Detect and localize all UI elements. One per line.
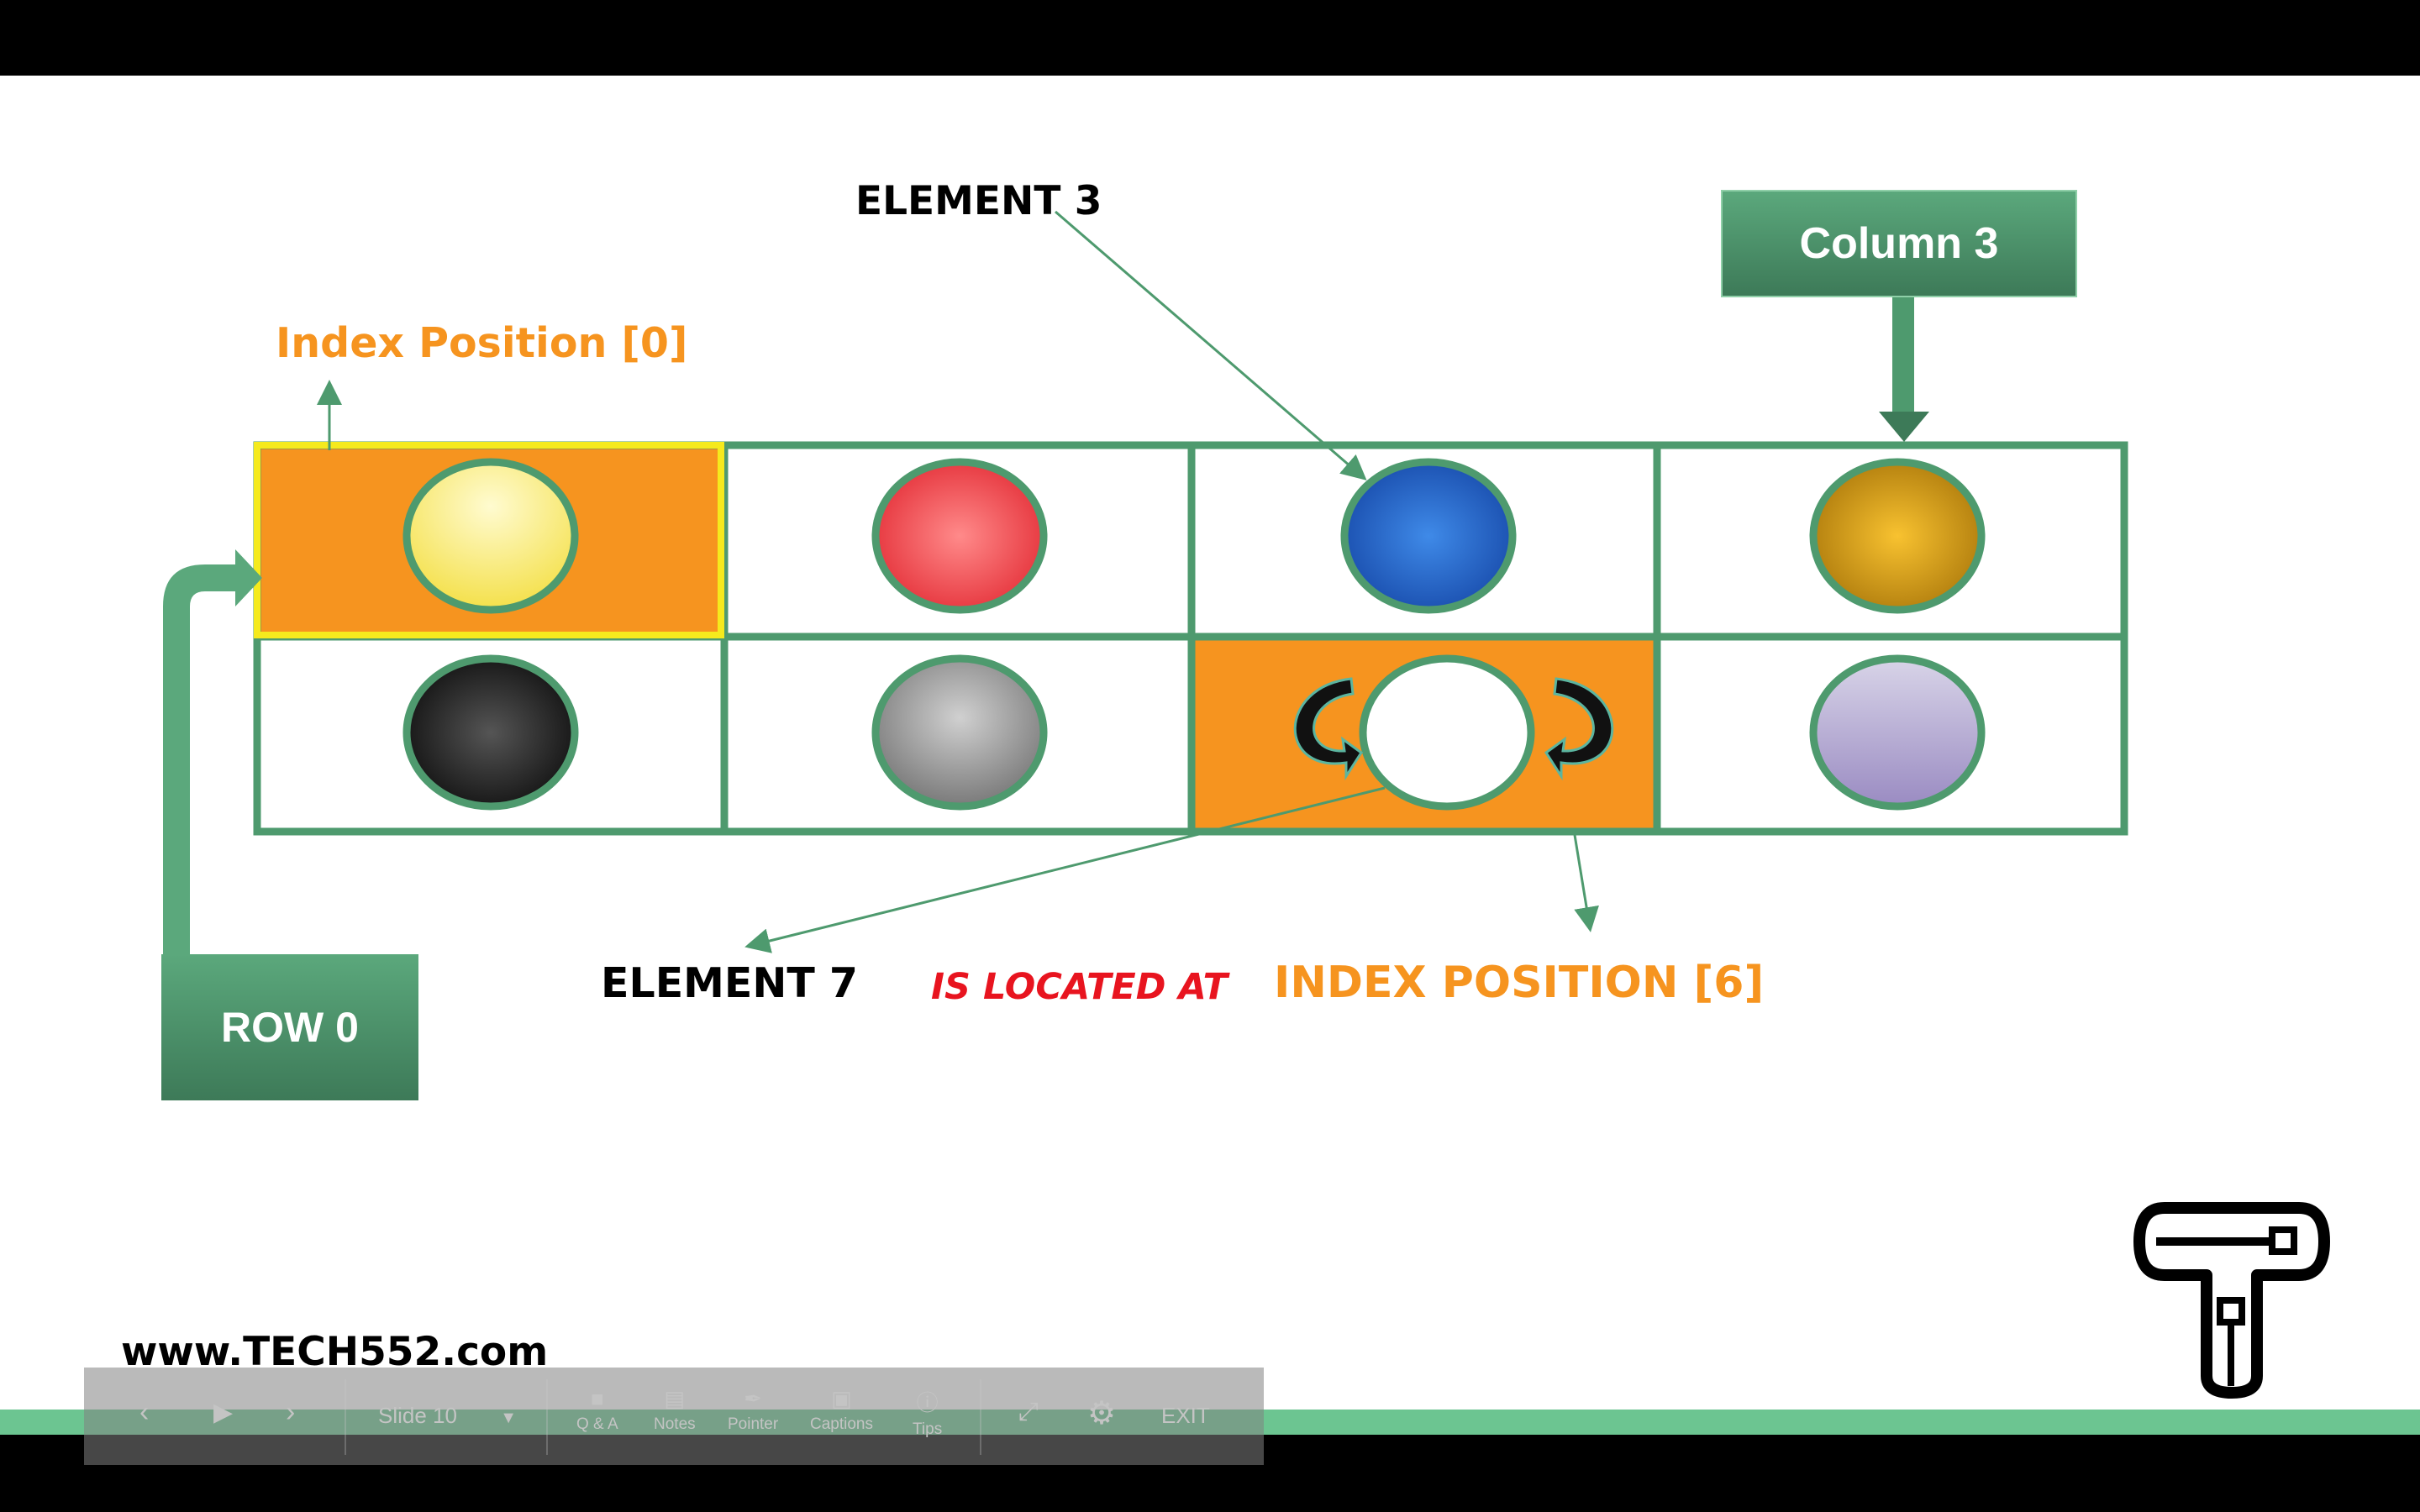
element-1-circle <box>871 458 1048 614</box>
element-7-circle <box>1809 654 1986 811</box>
website-label: www.TECH552.com <box>121 1329 549 1375</box>
rotate-arrows-icon <box>1293 677 1614 781</box>
element7-label: ELEMENT 7 <box>601 959 858 1007</box>
element-5-circle <box>871 654 1048 811</box>
element3-connector <box>1055 210 1367 480</box>
row0-box: ROW 0 <box>161 954 418 1100</box>
exit-button[interactable]: EXIT <box>1161 1403 1210 1428</box>
index6-connector <box>1573 834 1599 932</box>
index-position-6-label: INDEX POSITION [6] <box>1274 958 1765 1008</box>
is-located-at-label: IS LOCATED AT <box>931 966 1228 1008</box>
column3-arrow <box>1879 296 1929 442</box>
tips-label: Tips <box>913 1420 943 1438</box>
highlight-border <box>254 442 724 638</box>
slide-selector-label: Slide 10 <box>378 1403 457 1428</box>
row0-arrow <box>163 549 262 954</box>
captions-label: Captions <box>810 1415 873 1433</box>
divider <box>980 1379 981 1455</box>
chevron-down-icon: ▼ <box>500 1409 517 1427</box>
element-0-circle <box>402 458 579 614</box>
info-icon: ⓘ <box>916 1390 939 1415</box>
captions-button[interactable]: ▣ Captions <box>810 1386 873 1434</box>
qa-button[interactable]: ■ Q & A <box>576 1386 618 1434</box>
divider <box>546 1379 548 1455</box>
element-3-circle <box>1809 458 1986 614</box>
gear-icon[interactable]: ⚙ <box>1087 1396 1117 1431</box>
notes-label: Notes <box>654 1415 696 1433</box>
chat-icon: ■ <box>590 1386 604 1411</box>
pointer-icon: ✒ <box>744 1386 762 1411</box>
notes-icon: ▤ <box>664 1386 686 1411</box>
pointer-label: Pointer <box>728 1415 779 1433</box>
presenter-control-bar: ‹ ▶ › Slide 10 ▼ ■Q & A ▤Notes ✒Pointer … <box>84 1368 1264 1465</box>
top-letterbox <box>0 0 2420 76</box>
prev-slide-button[interactable]: ‹ <box>139 1396 150 1428</box>
element-6-circle <box>1359 654 1535 811</box>
qa-label: Q & A <box>576 1415 618 1433</box>
play-button[interactable]: ▶ <box>213 1399 234 1426</box>
pointer-button[interactable]: ✒ Pointer <box>728 1386 778 1434</box>
element-2-circle <box>1340 458 1517 614</box>
notes-button[interactable]: ▤ Notes <box>654 1386 696 1434</box>
index-position-0-label: Index Position [0] <box>276 319 688 367</box>
element7-connector <box>744 786 1386 953</box>
element3-label: ELEMENT 3 <box>855 178 1102 224</box>
column3-box: Column 3 <box>1721 190 2077 297</box>
divider <box>345 1379 346 1455</box>
exit-fullscreen-icon[interactable]: ⤢ <box>1018 1398 1039 1425</box>
slide-selector[interactable]: Slide 10 ▼ <box>378 1403 517 1429</box>
captions-icon: ▣ <box>831 1386 852 1411</box>
next-slide-button[interactable]: › <box>286 1396 296 1428</box>
element-4-circle <box>402 654 579 811</box>
tech552-logo <box>2133 1202 2330 1399</box>
